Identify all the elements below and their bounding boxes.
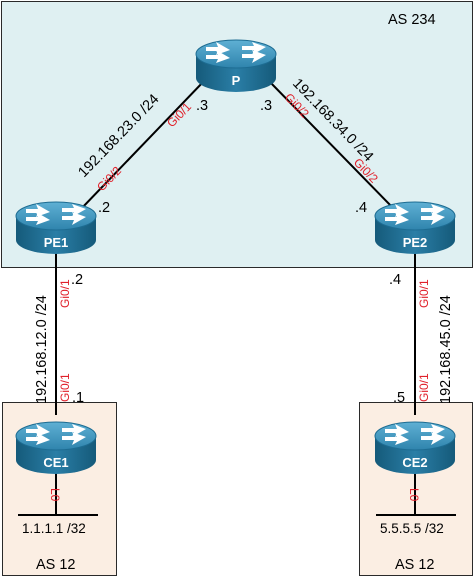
link-pe1-p [79,79,206,211]
host-pe1-edge: .2 [71,272,83,288]
host-ce2: .5 [393,390,405,406]
router-pe2-label: PE2 [403,235,428,250]
host-pe1-core: .2 [98,200,110,216]
router-pe1[interactable]: PE1 [15,201,97,255]
subnet-pe2-ce2: 192.168.45.0 /24 [438,295,454,404]
core-as-label: AS 234 [388,12,436,28]
router-pe2[interactable]: PE2 [374,201,456,255]
router-pe1-label: PE1 [44,235,69,250]
host-p-right: .3 [260,98,272,114]
iface-pe2-gi0-1: Gi0/1 [417,279,431,308]
host-pe2-edge: .4 [389,272,401,288]
iface-pe1-gi0-1: Gi0/1 [58,279,72,308]
loopback-prefix-ce1: 1.1.1.1 /32 [22,521,86,536]
router-ce1-label: CE1 [43,455,68,470]
host-ce1: .1 [72,390,84,406]
subnet-pe1-ce1: 192.168.12.0 /24 [34,295,50,404]
router-p-label: P [232,73,241,88]
router-ce2[interactable]: CE2 [374,421,456,475]
iface-ce1-gi0-1: Gi0/1 [58,373,72,402]
right-as-label: AS 12 [395,557,435,573]
loopback-iface-ce2: L0 [407,488,421,502]
iface-ce2-gi0-1: Gi0/1 [417,373,431,402]
router-ce2-label: CE2 [402,455,427,470]
host-p-left: .3 [196,98,208,114]
loopback-iface-ce1: L0 [48,488,62,502]
host-pe2-core: .4 [355,200,367,216]
router-ce1[interactable]: CE1 [15,421,97,475]
link-p-pe2 [267,79,396,211]
left-as-label: AS 12 [36,557,76,573]
router-p[interactable]: P [195,39,277,93]
loopback-prefix-ce2: 5.5.5.5 /32 [380,521,444,536]
